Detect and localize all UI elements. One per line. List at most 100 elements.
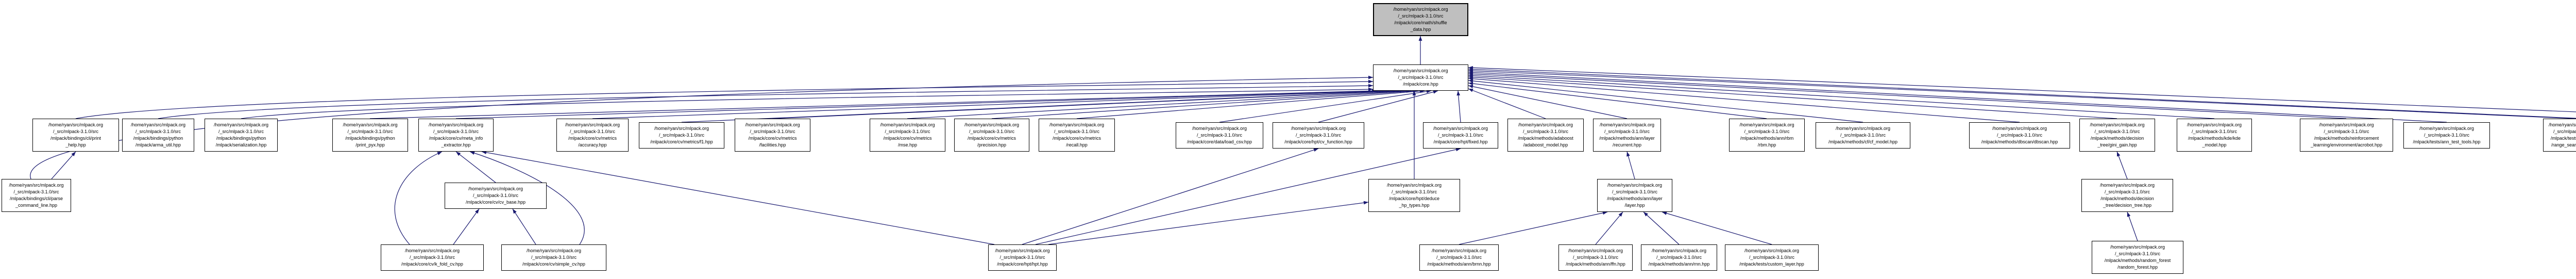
graph-node-adaboost-model[interactable]: /home/ryan/src/mlpack.org/_src/mlpack-3.… xyxy=(1507,119,1584,152)
edge-parse-command-line-to-print-help xyxy=(51,151,76,179)
edge-ann-test-tools-to-core xyxy=(1468,72,2447,123)
graph-node-label-line: /_src/mlpack-3.1.0/src xyxy=(999,255,1045,260)
graph-node-label-line: /home/ryan/src/mlpack.org xyxy=(1992,126,2047,131)
graph-node-label-line: /mlpack/bindings/python xyxy=(345,136,395,141)
edge-layer-to-recurrent xyxy=(1626,151,1635,179)
graph-node-label-line: /home/ryan/src/mlpack.org xyxy=(1393,68,1448,73)
graph-node-mse[interactable]: /home/ryan/src/mlpack.org/_src/mlpack-3.… xyxy=(870,119,945,152)
graph-node-k-fold-cv[interactable]: /home/ryan/src/mlpack.org/_src/mlpack-3.… xyxy=(381,244,484,271)
graph-node-label-line: /home/ryan/src/mlpack.org xyxy=(428,122,484,127)
graph-node-label-line: /_src/mlpack-3.1.0/src xyxy=(1398,13,1444,19)
graph-node-facilities[interactable]: /home/ryan/src/mlpack.org/_src/mlpack-3.… xyxy=(735,119,810,152)
graph-node-core[interactable]: /home/ryan/src/mlpack.org/_src/mlpack-3.… xyxy=(1373,64,1468,91)
graph-node-label-line: /mlpack/core/cv/metrics xyxy=(748,136,797,141)
edge-load-csv-to-core xyxy=(1219,90,1432,123)
edge-python-serialization-to-core xyxy=(241,89,1374,119)
graph-node-recall[interactable]: /home/ryan/src/mlpack.org/_src/mlpack-3.… xyxy=(1039,119,1115,152)
arrowhead-hpt-to-deduce-hp-types xyxy=(1363,201,1368,205)
graph-node-label-line: /mse.hpp xyxy=(897,142,918,147)
edge-acrobot-to-core xyxy=(1468,73,2347,119)
edge-k-fold-cv-to-cv-base xyxy=(453,208,480,245)
graph-node-label-line: /mlpack/methods/kde/kde xyxy=(2188,136,2241,141)
edge-meta-info-extractor-to-core xyxy=(455,90,1384,119)
graph-node-load-csv[interactable]: /home/ryan/src/mlpack.org/_src/mlpack-3.… xyxy=(1176,122,1263,149)
graph-node-label-line: /layer.hpp xyxy=(1624,203,1645,208)
graph-node-label-line: /home/ryan/src/mlpack.org xyxy=(1393,7,1448,12)
graph-node-brnn[interactable]: /home/ryan/src/mlpack.org/_src/mlpack-3.… xyxy=(1419,244,1499,271)
graph-node-python-serialization[interactable]: /home/ryan/src/mlpack.org/_src/mlpack-3.… xyxy=(205,119,278,152)
graph-node-label-line: /home/ryan/src/mlpack.org xyxy=(1744,248,1800,253)
graph-node-dbscan[interactable]: /home/ryan/src/mlpack.org /_src/mlpack-3.… xyxy=(1969,122,2070,149)
edge-cf-model-to-core xyxy=(1468,80,1863,123)
graph-node-label-line: /mlpack/core/hpt/deduce xyxy=(1388,196,1440,201)
graph-node-label-line: /_src/mlpack-3.1.0/src xyxy=(1295,133,1342,138)
graph-node-custom-layer[interactable]: /home/ryan/src/mlpack.org /_src/mlpack-3.… xyxy=(1725,244,1819,271)
graph-node-label-line: /_src/mlpack-3.1.0/src xyxy=(2191,129,2238,134)
graph-node-hpt[interactable]: /home/ryan/src/mlpack.org /_src/mlpack-3.… xyxy=(988,244,1057,271)
graph-node-label-line: _extractor.hpp xyxy=(441,142,471,147)
graph-node-label-line: /mlpack/methods/ann/brnn.hpp xyxy=(1427,261,1491,267)
graph-node-cv-base[interactable]: /home/ryan/src/mlpack.org/_src/mlpack-3.… xyxy=(445,183,547,209)
edge-gini-gain-to-core xyxy=(1468,76,2117,119)
graph-node-cv-function[interactable]: /home/ryan/src/mlpack.org/_src/mlpack-3.… xyxy=(1273,122,1364,149)
graph-node-simple-cv[interactable]: /home/ryan/src/mlpack.org/_src/mlpack-3.… xyxy=(501,244,606,271)
graph-node-label-line: /mlpack/core/cv/metrics xyxy=(568,136,617,141)
graph-node-label-line: _data.hpp xyxy=(1410,27,1431,32)
graph-node-deduce-hp-types[interactable]: /home/ryan/src/mlpack.org/_src/mlpack-3.… xyxy=(1368,179,1460,212)
graph-node-label-line: /home/ryan/src/mlpack.org xyxy=(1518,122,1573,127)
graph-node-rbm[interactable]: /home/ryan/src/mlpack.org/_src/mlpack-3.… xyxy=(1729,119,1805,152)
graph-node-recurrent[interactable]: /home/ryan/src/mlpack.org/_src/mlpack-3.… xyxy=(1593,119,1661,152)
graph-node-label-line: /home/ryan/src/mlpack.org xyxy=(1599,122,1655,127)
graph-node-label-line: /mlpack/bindings/python xyxy=(133,136,183,141)
graph-node-label-line: /_src/mlpack-3.1.0/src xyxy=(1437,133,1484,138)
edge-hpt-to-cv-function xyxy=(1022,148,1319,245)
graph-node-label-line: /home/ryan/src/mlpack.org xyxy=(1651,248,1707,253)
graph-node-arma-util[interactable]: /home/ryan/src/mlpack.org/_src/mlpack-3.… xyxy=(122,119,194,152)
graph-node-label-line: /home/ryan/src/mlpack.org xyxy=(526,248,582,253)
graph-node-label-line: /home/ryan/src/mlpack.org xyxy=(964,122,1020,127)
graph-node-decision-tree[interactable]: /home/ryan/src/mlpack.org/_src/mlpack-3.… xyxy=(2081,179,2173,212)
graph-node-meta-info-extractor[interactable]: /home/ryan/src/mlpack.org /_src/mlpack-3.… xyxy=(418,119,494,152)
edge-parse-command-line-to-core xyxy=(30,77,1374,179)
graph-node-ann-test-tools[interactable]: /home/ryan/src/mlpack.org/_src/mlpack-3.… xyxy=(2403,122,2490,149)
graph-node-label-line: /_src/mlpack-3.1.0/src xyxy=(1840,133,1886,138)
graph-node-parse-command-line[interactable]: /home/ryan/src/mlpack.org/_src/mlpack-3.… xyxy=(2,179,71,212)
graph-node-label-line: /_src/mlpack-3.1.0/src xyxy=(1749,255,1795,260)
graph-node-label-line: /home/ryan/src/mlpack.org xyxy=(745,122,800,127)
edge-arma-util-to-core xyxy=(158,85,1374,119)
graph-node-cf-model[interactable]: /home/ryan/src/mlpack.org /_src/mlpack-3.… xyxy=(1816,122,1910,149)
graph-node-label-line: /_src/mlpack-3.1.0/src xyxy=(2424,133,2470,138)
graph-node-precision[interactable]: /home/ryan/src/mlpack.org/_src/mlpack-3.… xyxy=(954,119,1029,152)
graph-node-label-line: /home/ryan/src/mlpack.org xyxy=(2110,244,2165,250)
graph-node-acrobot[interactable]: /home/ryan/src/mlpack.org/_src/mlpack-3.… xyxy=(2300,119,2393,152)
graph-node-range-search-utils[interactable]: /home/ryan/src/mlpack.org/_src/mlpack-3.… xyxy=(2543,119,2576,152)
graph-node-label-line: /home/ryan/src/mlpack.org xyxy=(995,248,1050,253)
graph-node-random-forest[interactable]: /home/ryan/src/mlpack.org/_src/mlpack-3.… xyxy=(2092,241,2183,274)
edge-k-fold-cv-to-meta-info-extractor xyxy=(394,151,443,245)
graph-node-accuracy[interactable]: /home/ryan/src/mlpack.org/_src/mlpack-3.… xyxy=(556,119,629,152)
graph-node-label-line: /home/ryan/src/mlpack.org xyxy=(213,122,269,127)
graph-node-f1[interactable]: /home/ryan/src/mlpack.org/_src/mlpack-3.… xyxy=(639,122,724,149)
graph-node-ffn[interactable]: /home/ryan/src/mlpack.org/_src/mlpack-3.… xyxy=(1558,244,1633,271)
graph-node-label-line: /mlpack/core/cv/metrics/f1.hpp xyxy=(650,139,713,144)
graph-node-label-line: /_src/mlpack-3.1.0/src xyxy=(433,129,479,134)
graph-node-label-line: /recurrent.hpp xyxy=(1612,142,1642,147)
graph-node-kde-model[interactable]: /home/ryan/src/mlpack.org/_src/mlpack-3.… xyxy=(2177,119,2252,152)
graph-node-label-line: /_src/mlpack-3.1.0/src xyxy=(1996,133,2043,138)
graph-node-label-line: /random_forest.hpp xyxy=(2117,265,2158,270)
graph-node-layer[interactable]: /home/ryan/src/mlpack.org/_src/mlpack-3.… xyxy=(1597,179,1672,212)
graph-node-rnn[interactable]: /home/ryan/src/mlpack.org/_src/mlpack-3.… xyxy=(1641,244,1717,271)
edge-facilities-to-core xyxy=(772,90,1405,119)
arrowhead-adaboost-model-to-core xyxy=(1468,89,1473,92)
graph-node-label-line: /home/ryan/src/mlpack.org xyxy=(2548,122,2576,127)
graph-node-label-line: /home/ryan/src/mlpack.org xyxy=(880,122,935,127)
graph-node-print-pyx[interactable]: /home/ryan/src/mlpack.org/_src/mlpack-3.… xyxy=(332,119,408,152)
graph-node-fixed[interactable]: /home/ryan/src/mlpack.org/_src/mlpack-3.… xyxy=(1423,122,1498,149)
graph-node-gini-gain[interactable]: /home/ryan/src/mlpack.org/_src/mlpack-3.… xyxy=(2079,119,2155,152)
edge-hpt-to-meta-info-extractor xyxy=(481,151,995,245)
arrowhead-test-function-tools-to-core xyxy=(1468,65,1473,70)
graph-node-label-line: /mlpack/methods/ann/rbm xyxy=(1740,136,1794,141)
graph-node-label-line: /home/ryan/src/mlpack.org xyxy=(1835,126,1891,131)
graph-node-print-help[interactable]: /home/ryan/src/mlpack.org/_src/mlpack-3.… xyxy=(32,119,119,152)
edge-custom-layer-to-layer xyxy=(1662,211,1772,245)
